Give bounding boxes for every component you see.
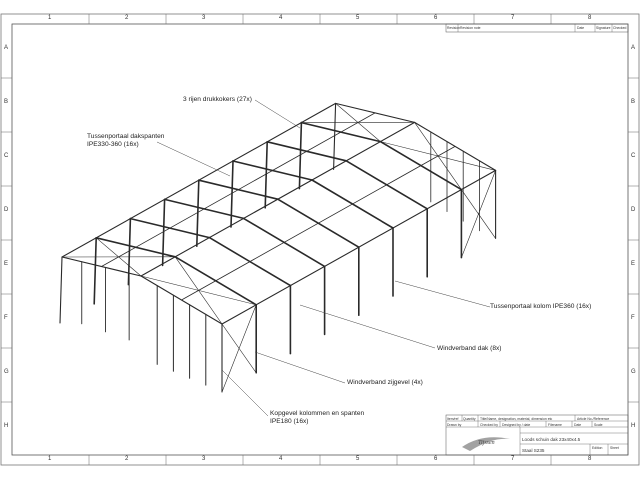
zone-col-label-bottom: 2 bbox=[125, 456, 129, 462]
title-date: Date bbox=[574, 423, 582, 427]
revision-table bbox=[445, 23, 629, 33]
zone-col-label-bottom: 6 bbox=[434, 456, 438, 462]
zone-col-label-bottom: 3 bbox=[202, 456, 206, 462]
zone-row-label-right: F bbox=[631, 315, 635, 321]
pressure-tube-row bbox=[101, 112, 376, 267]
logo-swoosh-icon bbox=[462, 437, 510, 451]
title-header-article: Article No./Reference bbox=[577, 417, 610, 421]
wall-wind-brace bbox=[461, 170, 496, 258]
zone-row-label: D bbox=[4, 207, 9, 213]
zone-row-label-right: D bbox=[631, 207, 636, 213]
steel-hall-structure bbox=[59, 102, 497, 393]
revision-header-revision: Revision bbox=[447, 26, 461, 30]
annotation-dakspanten-line1: Tussenportaal dakspanten bbox=[87, 133, 165, 140]
zone-row-label-right: G bbox=[631, 369, 636, 375]
title-drawn-by: Drawn by bbox=[447, 423, 462, 427]
zone-col-label: 4 bbox=[279, 15, 283, 21]
annotation-windverband-zijgevel: Windverband zijgevel (4x) bbox=[347, 379, 423, 386]
zone-col-label: 8 bbox=[588, 15, 592, 21]
zone-col-label-bottom: 7 bbox=[511, 456, 515, 462]
portal-column-left bbox=[59, 256, 63, 324]
sheet-label: Sheet bbox=[610, 446, 619, 450]
revision-header-signature: Signature bbox=[596, 26, 611, 30]
portal-column-left bbox=[230, 160, 234, 228]
annotation-dakspanten-line2: IPE330-360 (16x) bbox=[87, 141, 139, 148]
title-checked-by: Checked by bbox=[480, 423, 498, 427]
roof-wind-brace bbox=[414, 122, 462, 190]
zone-col-label-bottom: 4 bbox=[279, 456, 283, 462]
title-filename: Filename bbox=[548, 423, 562, 427]
title-header-name: Title/Name, designation, material, dimen… bbox=[480, 417, 553, 421]
zone-ticks bbox=[1, 14, 639, 465]
title-block bbox=[445, 414, 629, 456]
edition-label: Edition bbox=[592, 446, 603, 450]
portal-column-left bbox=[264, 141, 269, 209]
zone-row-label-right: A bbox=[631, 45, 636, 51]
zone-col-label-bottom: 8 bbox=[588, 456, 592, 462]
logo-text: Tijssen bbox=[478, 440, 495, 446]
title-designed-by: Designed by / date bbox=[502, 423, 531, 427]
portal-column-left bbox=[196, 179, 200, 247]
zone-col-label: 3 bbox=[202, 15, 206, 21]
zone-col-label-bottom: 5 bbox=[356, 456, 360, 462]
zone-col-label: 2 bbox=[125, 15, 129, 21]
zone-row-label: F bbox=[4, 315, 8, 321]
annotation-kopgevel-line1: Kopgevel kolommen en spanten bbox=[270, 410, 365, 417]
annotation-leaders bbox=[156, 99, 491, 417]
zone-row-label: A bbox=[4, 45, 9, 51]
annotation-drukkokers: 3 rijen drukkokers (27x) bbox=[183, 96, 252, 103]
zone-row-label-right: C bbox=[631, 153, 636, 159]
annotation-kopgevel-line2: IPE180 (16x) bbox=[270, 418, 309, 425]
revision-header-checked: Checked bbox=[613, 26, 627, 30]
title-header-quantity: Quantity bbox=[463, 417, 476, 421]
annotation-windverband-dak: Windverband dak (8x) bbox=[437, 345, 502, 352]
eave-beam-left bbox=[61, 102, 337, 258]
zone-row-label: H bbox=[4, 423, 9, 429]
zone-col-label: 5 bbox=[356, 15, 360, 21]
title-scale: Scale bbox=[594, 423, 603, 427]
zone-row-label: B bbox=[4, 99, 9, 105]
zone-row-label: E bbox=[4, 261, 9, 267]
zone-row-label-right: H bbox=[631, 423, 636, 429]
portal-column-left bbox=[298, 121, 303, 190]
revision-header-note: Revision note bbox=[460, 26, 481, 30]
wall-wind-brace bbox=[221, 304, 257, 393]
zone-row-label: C bbox=[4, 153, 9, 159]
roof-wind-brace bbox=[174, 256, 223, 325]
portal-column-left bbox=[161, 198, 166, 267]
title-header-item: Item/ref bbox=[447, 417, 459, 421]
revision-header-date: Date bbox=[577, 26, 585, 30]
ridge-purlin bbox=[140, 121, 416, 277]
portal-column-left bbox=[333, 102, 337, 170]
drawing-title: Loods schuin dak 23x40x4.5 bbox=[522, 437, 581, 442]
annotation-kolom: Tussenportaal kolom IPE360 (16x) bbox=[490, 303, 592, 310]
zone-col-label: 6 bbox=[434, 15, 438, 21]
zone-row-label-right: B bbox=[631, 99, 636, 105]
zone-row-label: G bbox=[4, 369, 9, 375]
zone-col-label: 7 bbox=[511, 15, 515, 21]
portal-column-left bbox=[93, 237, 97, 305]
eave-beam-right bbox=[221, 169, 497, 325]
zone-row-label-right: E bbox=[631, 261, 636, 267]
roof-wind-brace bbox=[335, 103, 381, 142]
pressure-tube-row bbox=[181, 145, 456, 301]
material: Staal S235 bbox=[522, 448, 545, 453]
zone-col-label: 1 bbox=[48, 15, 52, 21]
roof-wind-brace bbox=[95, 237, 142, 277]
zone-col-label-bottom: 1 bbox=[48, 456, 52, 462]
